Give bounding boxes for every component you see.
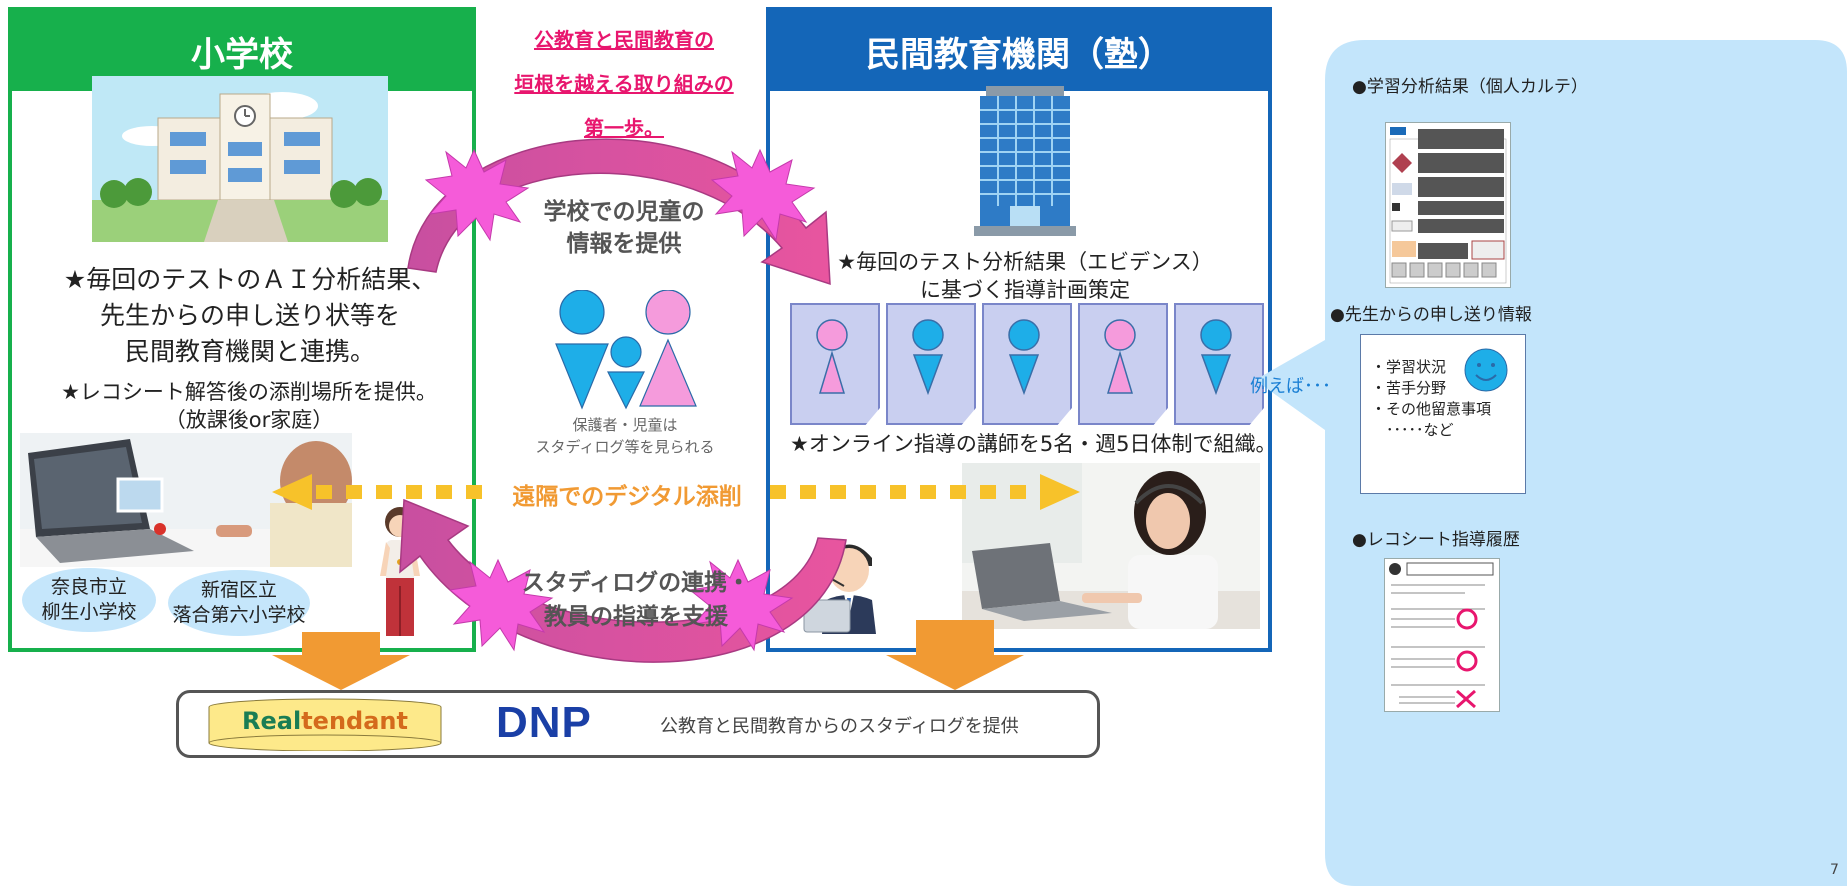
center-headline: 公教育と民間教育の 垣根を越える取り組みの 第一歩。 (484, 18, 764, 150)
school-reco-line: （放課後or家庭） (164, 408, 334, 432)
karte-report-thumbnail (1385, 122, 1511, 288)
juku-plan-line: ★毎回のテスト分析結果（エビデンス） (837, 250, 1213, 274)
online-tutor-photo (962, 463, 1260, 629)
family-caption-line: 保護者・児童は (572, 416, 678, 434)
side-item-karte: ●学習分析結果（個人カルテ） (1352, 77, 1588, 97)
school-ai-analysis-text: ★毎回のテストのＡＩ分析結果、 先生からの申し送り状等を 民間教育機関と連携。 (20, 262, 480, 370)
school-reco-line: ★レコシート解答後の添削場所を提供。 (61, 380, 437, 404)
realtendant-logo-text: Realtendant (206, 707, 444, 735)
school-name-line: 新宿区立 (200, 579, 277, 601)
student-doc-boy (886, 303, 976, 425)
dnp-logo: DNP (496, 698, 592, 747)
girl-studying-photo (20, 433, 352, 567)
bottom-arrow-line: スタディログの連携・ (521, 570, 751, 596)
top-arrow-line: 学校での児童の (543, 199, 705, 225)
school-desc-line: 先生からの申し送り状等を (99, 301, 400, 330)
notes-line: ・苦手分野 (1371, 379, 1447, 397)
logo-part-tendant: tendant (301, 707, 408, 735)
headline-line: 第一歩。 (584, 116, 664, 140)
juku-plan-text: ★毎回のテスト分析結果（エビデンス） に基づく指導計画策定 (790, 248, 1260, 304)
school-name-line: 奈良市立 (50, 576, 127, 598)
student-doc-girl (1078, 303, 1168, 425)
student-doc-boy (982, 303, 1072, 425)
school-reco-sheet-text: ★レコシート解答後の添削場所を提供。 （放課後or家庭） (14, 378, 484, 434)
office-building-illustration (974, 80, 1076, 240)
school-bubble-shinjuku: 新宿区立 落合第六小学校 (168, 570, 310, 636)
headline-line: 垣根を越える取り組みの (514, 72, 734, 96)
notes-line: ･････など (1371, 421, 1454, 439)
example-callout-shape (1255, 40, 1847, 886)
realtendant-logo: Realtendant (206, 697, 444, 752)
juku-panel: 民間教育機関（塾） (766, 7, 1272, 652)
remote-dotted-line (272, 474, 1080, 510)
juku-online-text: ★オンライン指導の講師を5名・週5日体制で組織。 (790, 432, 1277, 456)
school-desc-line: 民間教育機関と連携。 (124, 337, 375, 366)
bottom-bar-description: 公教育と民間教育からのスタディログを提供 (660, 716, 1019, 737)
orange-down-arrow-right (886, 620, 1024, 690)
family-caption: 保護者・児童は スタディログ等を見られる (520, 414, 730, 458)
school-name-line: 柳生小学校 (41, 601, 137, 623)
family-caption-line: スタディログ等を見られる (535, 438, 715, 456)
side-item-reco-history: ●レコシート指導履歴 (1352, 530, 1520, 550)
logo-part-real: Real (242, 707, 302, 735)
juku-panel-header: 民間教育機関（塾） (770, 11, 1268, 91)
notes-line: ・学習状況 (1371, 358, 1447, 376)
burst-shape (424, 148, 530, 242)
top-arrow-line: 情報を提供 (566, 231, 682, 257)
school-panel-title: 小学校 (191, 34, 293, 75)
example-label: 例えば･･･ (1250, 376, 1331, 397)
juku-plan-line: に基づく指導計画策定 (920, 278, 1130, 302)
smiley-icon (1463, 347, 1509, 393)
family-icon (550, 289, 700, 410)
school-bubble-nara: 奈良市立 柳生小学校 (22, 568, 156, 632)
burst-shape (688, 558, 794, 652)
headline-line: 公教育と民間教育の (534, 28, 714, 52)
remote-correction-label: 遠隔でのデジタル添削 (512, 484, 742, 510)
notes-line: ・その他留意事項 (1371, 400, 1492, 418)
bottom-arrow-line: 教員の指導を支援 (544, 604, 728, 630)
top-arrow-label: 学校での児童の 情報を提供 (510, 196, 738, 260)
juku-panel-title: 民間教育機関（塾） (866, 34, 1172, 75)
student-doc-girl (790, 303, 880, 425)
page-number: 7 (1830, 862, 1839, 878)
burst-shape (710, 148, 816, 242)
student-doc-boy (1174, 303, 1264, 425)
burst-shape (448, 558, 554, 652)
reco-sheet-thumbnail (1384, 558, 1500, 712)
side-item-notes: ●先生からの申し送り情報 (1330, 305, 1532, 325)
school-building-illustration (92, 76, 388, 242)
school-name-line: 落合第六小学校 (172, 604, 306, 626)
orange-down-arrow-left (272, 632, 410, 690)
notes-list: ・学習状況 ・苦手分野 ・その他留意事項 ･････など (1371, 357, 1491, 441)
school-desc-line: ★毎回のテストのＡＩ分析結果、 (63, 265, 437, 294)
bottom-arrow-label: スタディログの連携・ 教員の指導を支援 (516, 566, 756, 634)
teacher-notes-card: ・学習状況 ・苦手分野 ・その他留意事項 ･････など (1360, 334, 1526, 494)
